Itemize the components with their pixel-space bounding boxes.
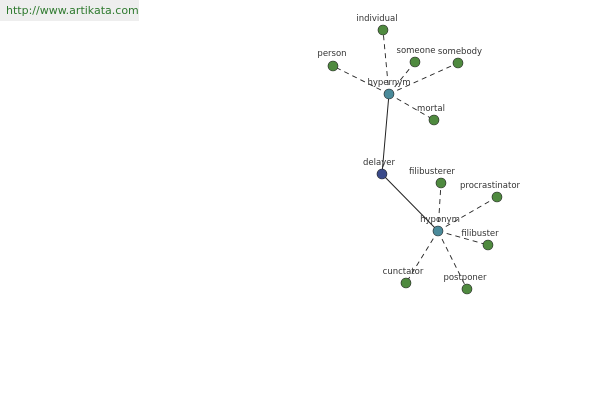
- node-postponer[interactable]: postponer: [443, 273, 487, 295]
- node-dot-hyponym[interactable]: [432, 225, 444, 237]
- node-label-hyponym: hyponym: [420, 215, 460, 225]
- node-label-filibuster: filibuster: [461, 229, 499, 239]
- node-somebody[interactable]: somebody: [438, 47, 482, 69]
- node-label-somebody: somebody: [438, 47, 482, 57]
- node-dot-person[interactable]: [327, 60, 339, 72]
- site-url-link[interactable]: http://www.artikata.com: [0, 0, 139, 21]
- edge-hypernym-individual: [382, 29, 390, 95]
- node-label-cunctator: cunctator: [383, 267, 424, 277]
- edge-hyponym-cunctator: [405, 230, 439, 284]
- edge-hyponym-procrastinator: [437, 196, 498, 232]
- node-dot-someone[interactable]: [409, 56, 421, 68]
- node-dot-filibusterer[interactable]: [435, 177, 447, 189]
- node-mortal[interactable]: mortal: [417, 104, 445, 126]
- edge-hyponym-filibusterer: [437, 182, 442, 232]
- edge-hypernym-somebody: [388, 62, 459, 95]
- node-dot-hypernym[interactable]: [383, 88, 395, 100]
- node-label-someone: someone: [397, 46, 436, 56]
- node-label-filibusterer: filibusterer: [409, 167, 455, 177]
- node-dot-delayer[interactable]: [376, 168, 388, 180]
- node-filibuster[interactable]: filibuster: [461, 229, 499, 251]
- edge-hypernym-person: [332, 65, 390, 95]
- node-dot-individual[interactable]: [377, 24, 389, 36]
- node-dot-mortal[interactable]: [428, 114, 440, 126]
- edge-hypernym-someone: [388, 61, 416, 95]
- node-cunctator[interactable]: cunctator: [383, 267, 424, 289]
- node-label-individual: individual: [356, 14, 397, 24]
- node-dot-cunctator[interactable]: [400, 277, 412, 289]
- node-label-delayer: delayer: [363, 158, 395, 168]
- node-label-person: person: [317, 49, 346, 59]
- node-someone[interactable]: someone: [397, 46, 436, 68]
- node-hyponym[interactable]: hyponym: [420, 215, 460, 237]
- node-procrastinator[interactable]: procrastinator: [460, 181, 521, 203]
- node-dot-postponer[interactable]: [461, 283, 473, 295]
- edge-hyponym-postponer: [437, 230, 468, 290]
- node-dot-filibuster[interactable]: [482, 239, 494, 251]
- node-label-postponer: postponer: [443, 273, 487, 283]
- edges-layer: [332, 29, 498, 290]
- node-individual[interactable]: individual: [356, 14, 398, 36]
- edge-delayer-hypernym: [381, 93, 390, 175]
- node-filibusterer[interactable]: filibusterer: [409, 167, 455, 189]
- edge-delayer-hyponym: [381, 173, 439, 232]
- node-hypernym[interactable]: hypernym: [367, 78, 411, 100]
- node-delayer[interactable]: delayer: [363, 158, 395, 180]
- node-label-procrastinator: procrastinator: [460, 181, 521, 191]
- node-label-hypernym: hypernym: [367, 78, 410, 88]
- node-person[interactable]: person: [317, 49, 347, 72]
- node-dot-procrastinator[interactable]: [491, 191, 503, 203]
- node-dot-somebody[interactable]: [452, 57, 464, 69]
- node-label-mortal: mortal: [417, 104, 445, 114]
